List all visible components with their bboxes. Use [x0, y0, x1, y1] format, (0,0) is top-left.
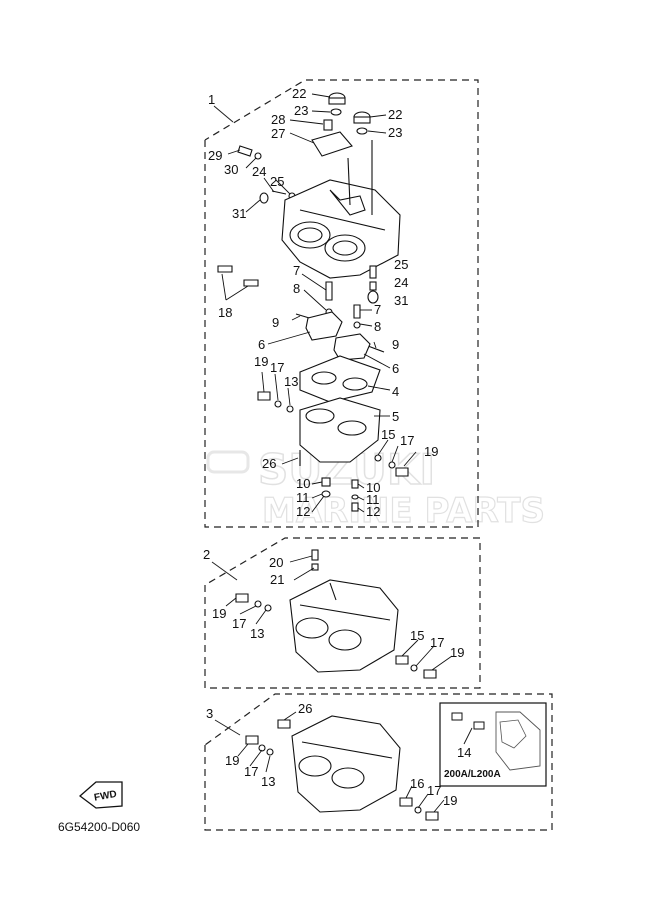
callout-15: 15 — [410, 628, 424, 643]
callout-19: 19 — [254, 354, 268, 369]
callout-15: 15 — [381, 427, 395, 442]
callout-17: 17 — [400, 433, 414, 448]
group-1-parts — [217, 92, 409, 512]
callout-19: 19 — [225, 753, 239, 768]
callout-26: 26 — [262, 456, 276, 471]
watermark-line2: MARINE PARTS — [262, 491, 545, 531]
callout-9: 9 — [272, 315, 279, 330]
callout-6: 6 — [258, 337, 265, 352]
callout-18: 18 — [218, 305, 232, 320]
group-3-leaders — [237, 711, 445, 813]
callout-17: 17 — [244, 764, 258, 779]
callout-9: 9 — [392, 337, 399, 352]
callout-19: 19 — [212, 606, 226, 621]
group-3-callouts: 26 19 17 13 16 17 19 — [225, 701, 457, 808]
callout-21: 21 — [270, 572, 284, 587]
callout-29: 29 — [208, 148, 222, 163]
callout-13: 13 — [284, 374, 298, 389]
group-1-leaders — [221, 93, 417, 513]
callout-17: 17 — [270, 360, 284, 375]
group-3-parts — [245, 715, 439, 821]
inset-box: 14 200A/L200A — [439, 702, 547, 787]
callout-28: 28 — [271, 112, 285, 127]
group-1-callouts: 22 23 22 23 28 27 29 30 24 25 31 25 24 3… — [208, 86, 438, 519]
callout-6: 6 — [392, 361, 399, 376]
callout-19: 19 — [450, 645, 464, 660]
inset-label: 200A/L200A — [444, 769, 501, 780]
callout-12: 12 — [296, 504, 310, 519]
callout-12: 12 — [366, 504, 380, 519]
callout-31: 31 — [232, 206, 246, 221]
callout-13: 13 — [250, 626, 264, 641]
callout-19: 19 — [424, 444, 438, 459]
group-2-label: 2 — [203, 547, 210, 562]
callout-24: 24 — [394, 275, 408, 290]
diagram-code: 6G54200-D060 — [58, 820, 140, 834]
callout-22: 22 — [292, 86, 306, 101]
callout-10: 10 — [366, 480, 380, 495]
callout-5: 5 — [392, 409, 399, 424]
callout-17: 17 — [430, 635, 444, 650]
group-2-frame — [204, 537, 481, 689]
callout-4: 4 — [392, 384, 399, 399]
callout-14: 14 — [457, 745, 471, 760]
fwd-arrow-icon: FWD — [78, 781, 123, 809]
callout-26: 26 — [298, 701, 312, 716]
callout-22: 22 — [388, 107, 402, 122]
group-1-label: 1 — [208, 92, 215, 107]
callout-8: 8 — [293, 281, 300, 296]
callout-11: 11 — [296, 490, 310, 505]
fwd-label: FWD — [93, 789, 117, 804]
group-3-label: 3 — [206, 706, 213, 721]
group-1-frame — [204, 79, 479, 528]
callout-31: 31 — [394, 293, 408, 308]
callout-17: 17 — [427, 783, 441, 798]
callout-7: 7 — [293, 263, 300, 278]
callout-25: 25 — [270, 174, 284, 189]
callout-10: 10 — [296, 476, 310, 491]
group-2-callouts: 20 21 19 17 13 15 17 19 — [212, 555, 464, 660]
callout-25: 25 — [394, 257, 408, 272]
callout-8: 8 — [374, 319, 381, 334]
group-2-parts — [235, 549, 437, 679]
callout-24: 24 — [252, 164, 266, 179]
callout-20: 20 — [269, 555, 283, 570]
callout-16: 16 — [410, 776, 424, 791]
callout-27: 27 — [271, 126, 285, 141]
callout-7: 7 — [374, 302, 381, 317]
callout-30: 30 — [224, 162, 238, 177]
callout-17: 17 — [232, 616, 246, 631]
group-2-leaders — [225, 555, 453, 671]
callout-19: 19 — [443, 793, 457, 808]
callout-13: 13 — [261, 774, 275, 789]
callout-23: 23 — [294, 103, 308, 118]
callout-23: 23 — [388, 125, 402, 140]
callout-11: 11 — [366, 492, 380, 507]
